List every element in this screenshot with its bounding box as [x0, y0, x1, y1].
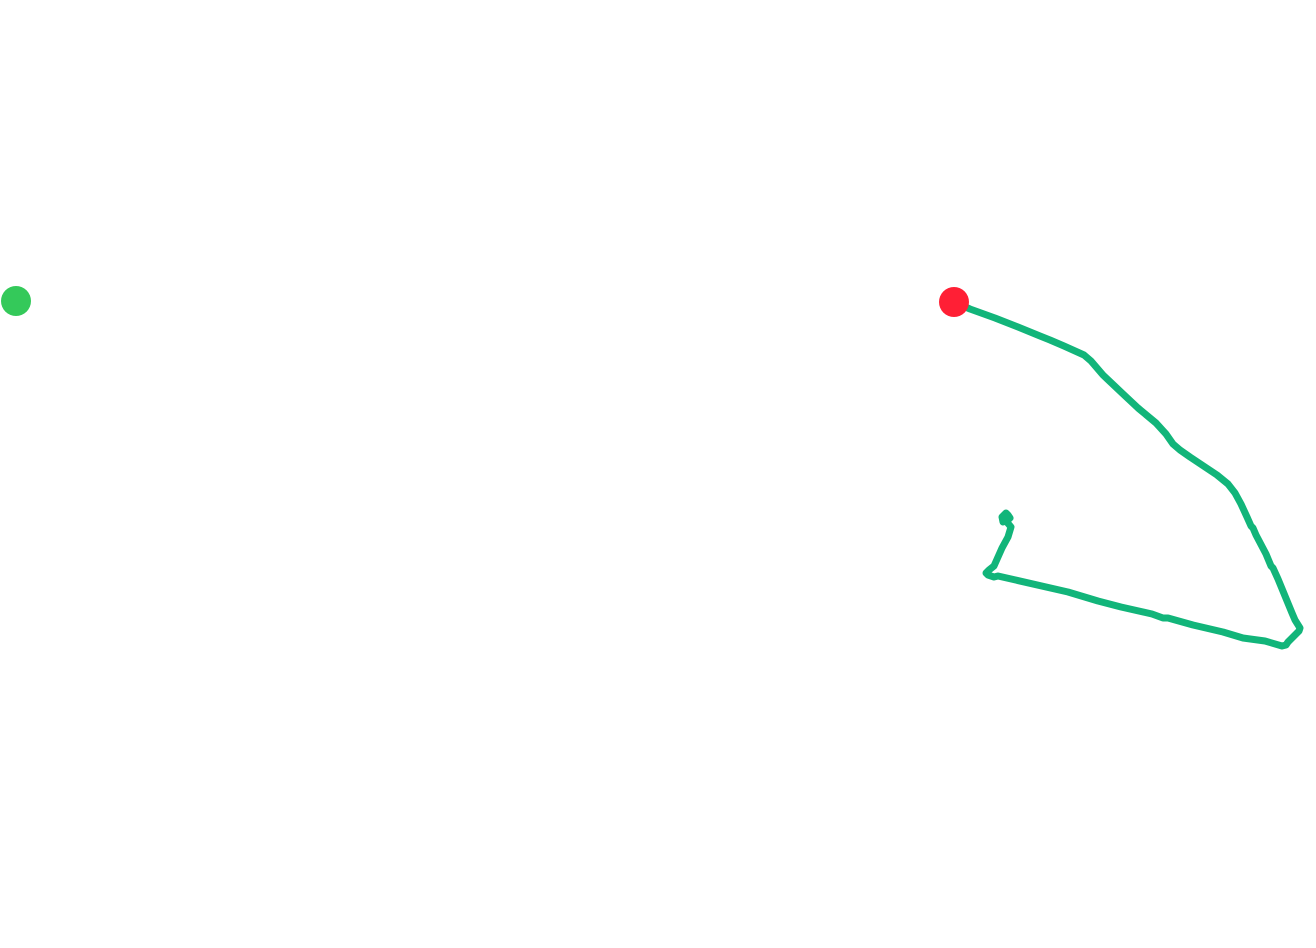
green-marker	[1, 286, 31, 316]
red-marker	[939, 287, 969, 317]
trajectory-path	[950, 298, 1304, 650]
